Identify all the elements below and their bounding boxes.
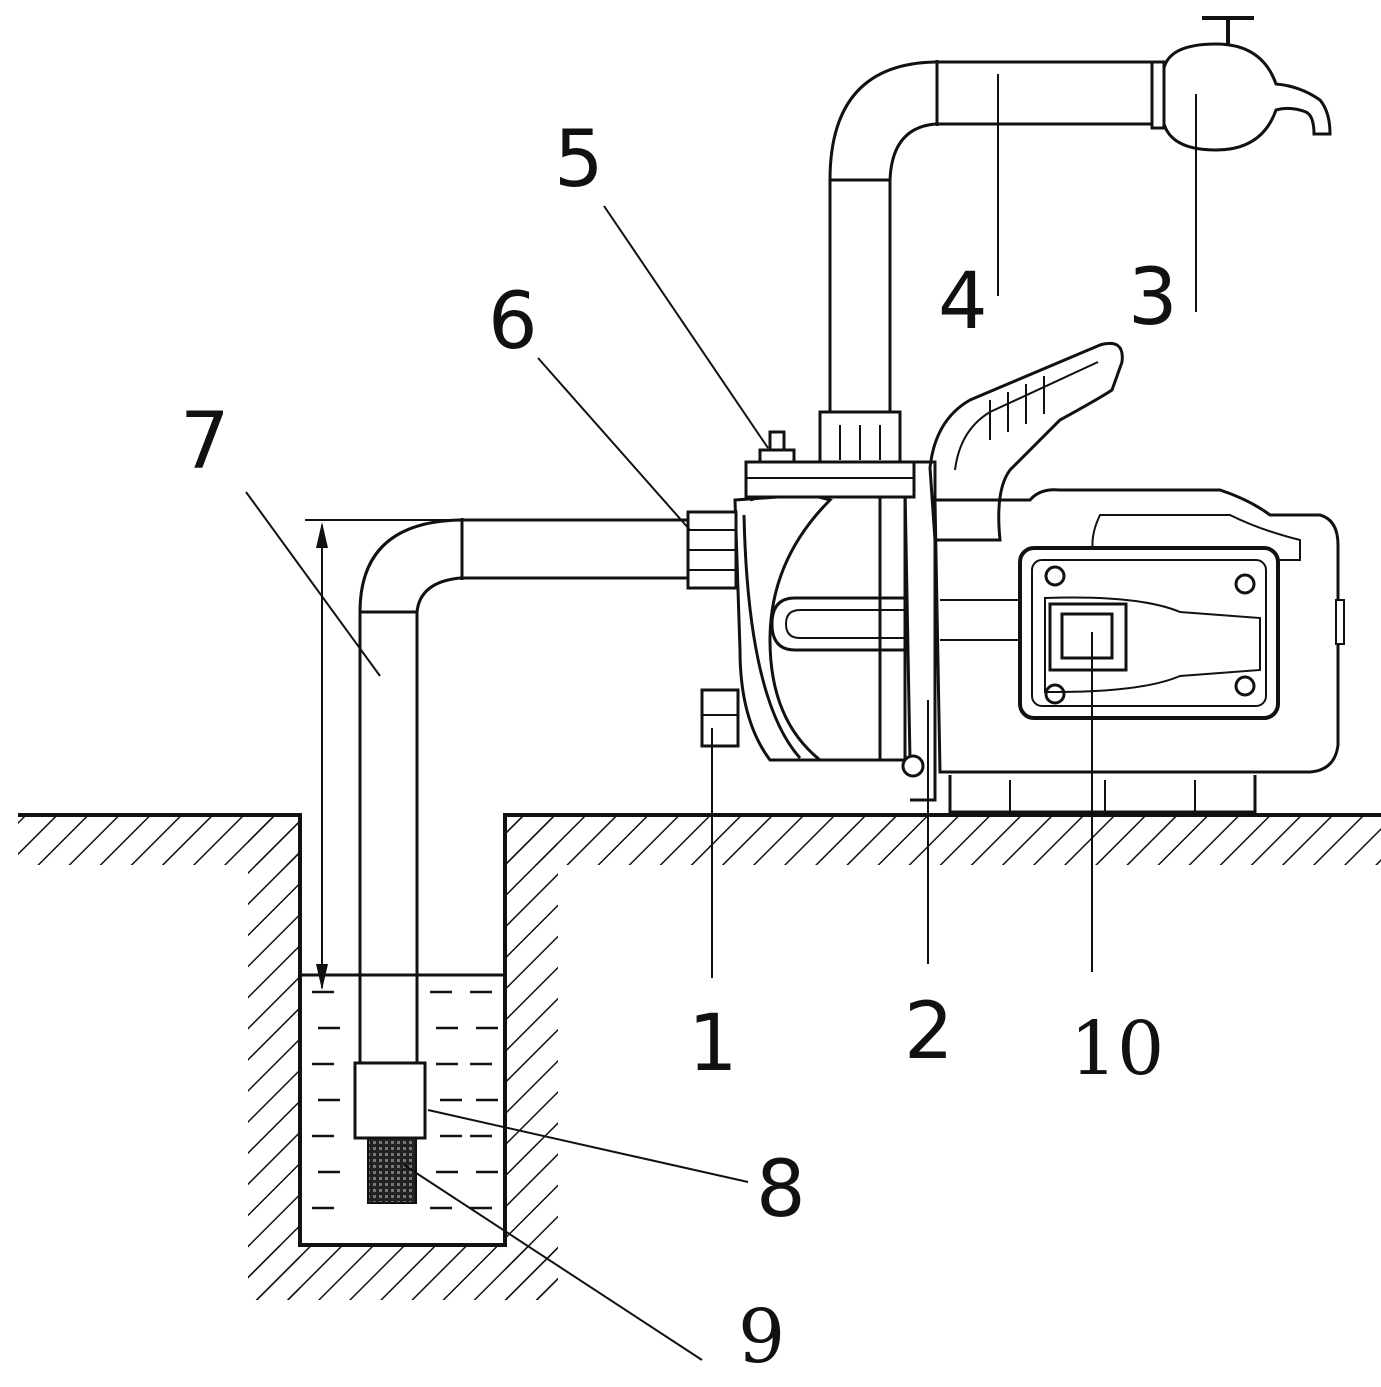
well-water — [300, 973, 505, 1210]
label-1: 1 — [688, 999, 738, 1089]
suction-pipe — [358, 518, 690, 1063]
strainer — [367, 1137, 417, 1204]
foot-valve — [353, 1061, 427, 1140]
ground — [18, 813, 1381, 1300]
label-9: 9 — [738, 1294, 785, 1380]
label-10: 10 — [1070, 1006, 1164, 1092]
label-5: 5 — [554, 115, 604, 205]
leader-lines — [245, 74, 1197, 1361]
label-3: 3 — [1128, 253, 1178, 343]
discharge-pipe — [828, 60, 1166, 412]
label-7: 7 — [180, 397, 230, 487]
label-8: 8 — [756, 1145, 806, 1235]
part-labels: 5 6 7 4 3 1 2 10 8 9 — [180, 115, 1178, 1380]
label-4: 4 — [938, 257, 988, 347]
tap — [1162, 16, 1332, 152]
label-6: 6 — [488, 277, 538, 367]
label-2: 2 — [904, 987, 954, 1077]
pump — [686, 341, 1345, 814]
